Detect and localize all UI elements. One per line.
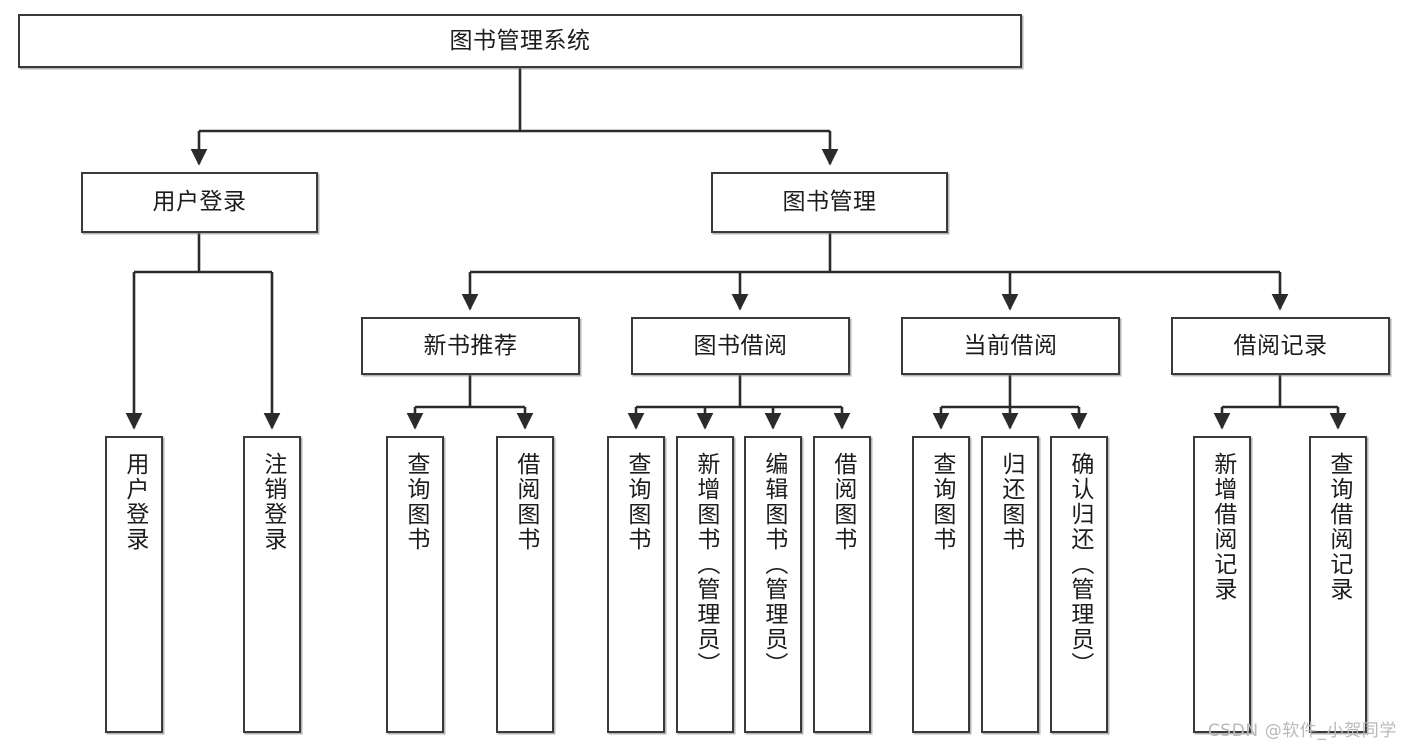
- node-book-borrow[interactable]: 图书借阅: [631, 317, 850, 375]
- leaf-query-book-3[interactable]: 查询图书: [912, 436, 970, 733]
- leaf-confirm-return[interactable]: 确认归还（管理员）: [1050, 436, 1108, 733]
- node-user-login-label: 用户登录: [152, 189, 247, 216]
- leaf-borrow-book-2-label: 借阅图书: [829, 452, 856, 552]
- leaf-borrow-book-1[interactable]: 借阅图书: [496, 436, 554, 733]
- leaf-query-book-1[interactable]: 查询图书: [386, 436, 444, 733]
- leaf-query-book-3-label: 查询图书: [928, 452, 955, 552]
- leaf-query-record[interactable]: 查询借阅记录: [1309, 436, 1367, 733]
- leaf-logout-label: 注销登录: [259, 452, 286, 552]
- leaf-add-record[interactable]: 新增借阅记录: [1193, 436, 1251, 733]
- leaf-confirm-return-label: 确认归还（管理员）: [1066, 452, 1093, 677]
- leaf-query-record-label: 查询借阅记录: [1325, 452, 1352, 602]
- leaf-return-book[interactable]: 归还图书: [981, 436, 1039, 733]
- node-book-manage[interactable]: 图书管理: [711, 172, 948, 233]
- node-book-manage-label: 图书管理: [782, 189, 877, 216]
- leaf-borrow-book-1-label: 借阅图书: [512, 452, 539, 552]
- leaf-return-book-label: 归还图书: [997, 452, 1024, 552]
- node-borrow-record-label: 借阅记录: [1233, 332, 1328, 359]
- csdn-watermark: CSDN @软件_小贺同学: [1207, 721, 1397, 741]
- leaf-user-login[interactable]: 用户登录: [105, 436, 163, 733]
- leaf-borrow-book-2[interactable]: 借阅图书: [813, 436, 871, 733]
- leaf-add-book[interactable]: 新增图书（管理员）: [676, 436, 734, 733]
- node-root-label: 图书管理系统: [449, 27, 591, 54]
- leaf-edit-book[interactable]: 编辑图书（管理员）: [744, 436, 802, 733]
- node-new-book-recommend[interactable]: 新书推荐: [361, 317, 580, 375]
- node-current-borrow-label: 当前借阅: [963, 332, 1058, 359]
- leaf-user-login-label: 用户登录: [121, 452, 148, 552]
- leaf-add-book-label: 新增图书（管理员）: [692, 452, 719, 677]
- node-borrow-record[interactable]: 借阅记录: [1171, 317, 1390, 375]
- leaf-edit-book-label: 编辑图书（管理员）: [760, 452, 787, 677]
- node-new-book-recommend-label: 新书推荐: [423, 332, 518, 359]
- node-user-login[interactable]: 用户登录: [81, 172, 318, 233]
- leaf-add-record-label: 新增借阅记录: [1209, 452, 1236, 602]
- node-root[interactable]: 图书管理系统: [18, 14, 1022, 68]
- leaf-query-book-1-label: 查询图书: [402, 452, 429, 552]
- leaf-query-book-2[interactable]: 查询图书: [607, 436, 665, 733]
- node-book-borrow-label: 图书借阅: [693, 332, 788, 359]
- leaf-logout[interactable]: 注销登录: [243, 436, 301, 733]
- leaf-query-book-2-label: 查询图书: [623, 452, 650, 552]
- node-current-borrow[interactable]: 当前借阅: [901, 317, 1120, 375]
